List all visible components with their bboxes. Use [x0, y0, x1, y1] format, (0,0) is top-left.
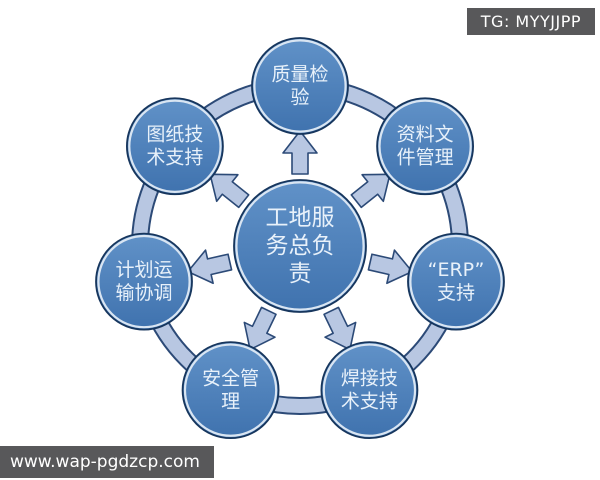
hub-arrow-bottom-left	[243, 306, 277, 351]
hub-arrow-top	[282, 130, 318, 175]
hub-node: 工地服务总负责	[233, 179, 367, 313]
satellite-node-left-label: 计划运输协调	[116, 259, 173, 304]
satellite-node-top-rim	[253, 39, 347, 133]
satellite-node-bottom-right-circle	[320, 341, 419, 440]
satellite-node-bottom-left: 安全管理	[181, 341, 280, 440]
tg-badge-text: TG: MYYJJPP	[480, 12, 581, 31]
satellite-node-top-left-rim	[128, 99, 222, 193]
satellite-node-bottom-left-label: 安全管理	[202, 368, 259, 413]
hub-arrow-top-left	[209, 173, 250, 209]
satellite-node-bottom-right-label: 焊接技术支持	[341, 368, 398, 413]
satellite-node-top-left-circle	[126, 97, 224, 196]
satellite-node-left-circle	[95, 232, 193, 331]
hub-node-rim	[235, 181, 365, 311]
satellite-node-bottom-right-rim	[322, 343, 417, 437]
satellite-node-bottom-left-circle	[181, 341, 280, 440]
hub-arrow-top-right	[350, 173, 391, 209]
satellite-node-left-rim	[97, 234, 191, 329]
hub-node-circle	[233, 179, 367, 313]
satellite-node-bottom-right: 焊接技术支持	[320, 341, 419, 440]
satellite-node-top-right: 资料文件管理	[376, 97, 474, 196]
hub-arrow-bottom-right	[323, 306, 357, 351]
satellite-node-top-left: 图纸技术支持	[126, 97, 224, 196]
satellite-node-bottom-left-rim	[183, 343, 278, 437]
satellite-node-top-left-label: 图纸技术支持	[146, 124, 203, 169]
satellite-node-top: 质量检验	[251, 37, 349, 135]
hub-arrow-right	[367, 249, 413, 285]
satellite-node-top-label: 质量检验	[271, 64, 328, 109]
satellite-node-right-label: “ERP”支持	[428, 259, 485, 304]
satellite-node-top-right-label: 资料文件管理	[397, 124, 454, 169]
satellite-node-right-rim	[409, 234, 503, 329]
satellite-node-top-right-rim	[378, 99, 472, 193]
satellite-node-right-circle	[407, 232, 505, 331]
watermark-text: www.wap-pgdzcp.com	[10, 452, 200, 472]
hub-node-label: 工地服务总负责	[266, 205, 335, 287]
satellite-node-left: 计划运输协调	[95, 232, 193, 331]
satellite-node-right: “ERP”支持	[407, 232, 505, 331]
hub-arrow-left	[187, 249, 233, 285]
watermark: www.wap-pgdzcp.com	[0, 446, 214, 478]
tg-badge: TG: MYYJJPP	[466, 8, 595, 35]
satellite-node-top-right-circle	[376, 97, 474, 196]
satellite-node-top-circle	[251, 37, 349, 135]
